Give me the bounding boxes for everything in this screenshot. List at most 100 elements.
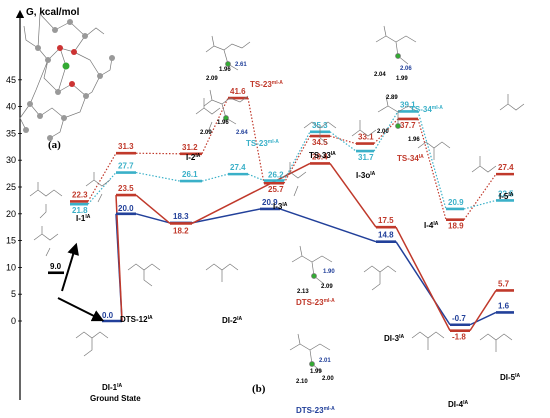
path-connector (283, 135, 311, 184)
ts34-red-structure (377, 95, 419, 129)
path-connector (283, 131, 311, 181)
energy-value-di3_red: 17.5 (378, 216, 394, 225)
ts34-cyan-label: TS-34mI-A (410, 105, 443, 114)
y-tick-label: 0 (11, 316, 16, 326)
panel-label-a: (a) (48, 139, 61, 151)
energy-value-i1_cyan: 21.8 (72, 206, 88, 215)
distance-label: 1.90 (323, 269, 335, 275)
energy-value-i4_red: 18.9 (448, 222, 464, 231)
y-tick-label: 40 (6, 102, 16, 112)
label-di1: DI-1IA (102, 383, 123, 392)
dts23-blue-label: DTS-23mI-A (296, 406, 335, 415)
distance-label: 2.00 (322, 376, 334, 382)
label-i3: I-3IA (273, 202, 288, 211)
energy-value-ts1_red: 31.3 (118, 142, 134, 151)
label-di3: DI-3IA (384, 334, 405, 343)
energy-value-ts23_red: 41.6 (230, 87, 246, 96)
energy-levels: 9.00.022.321.831.327.723.520.031.226.141… (48, 87, 514, 342)
path-connector (395, 226, 451, 331)
y-tick-label: 15 (6, 236, 16, 246)
label-i3o: I-3oIA (356, 171, 376, 180)
path-connector (135, 171, 181, 182)
path-connector (191, 162, 311, 225)
ts34-cyan-structure (375, 25, 417, 65)
energy-value-i3o_red: 33.1 (358, 133, 374, 142)
dts23-red-structure (291, 245, 333, 285)
energy-value-i2_cyan: 26.1 (182, 170, 198, 179)
label-dts12: DTS-12IA (120, 315, 153, 324)
energy-value-di2_red: 18.2 (173, 226, 189, 235)
energy-value-ts34_cyan: 39.1 (400, 100, 416, 109)
path-connector (135, 213, 171, 224)
y-tick-label: 30 (6, 155, 16, 165)
path-connector (247, 173, 265, 182)
energy-value-ts33_cyan: 35.3 (312, 121, 328, 130)
y-tick-label: 35 (6, 128, 16, 138)
y-tick-label: 45 (6, 75, 16, 85)
reaction-paths (87, 97, 497, 332)
path-connector (417, 118, 447, 220)
path-connector (469, 290, 497, 332)
path-connector (469, 311, 497, 326)
path-connector (135, 194, 171, 225)
path-connector (373, 111, 399, 152)
energy-value-i3_red: 25.7 (268, 185, 284, 194)
path-connector (115, 195, 123, 322)
path-connector (463, 173, 497, 221)
path-connector (135, 152, 181, 155)
distance-label: 2.61 (235, 62, 247, 68)
label-ground-state: Ground State (90, 394, 141, 403)
energy-value-i4_cyan: 20.9 (448, 198, 464, 207)
energy-value-di5_blue: 1.6 (498, 301, 510, 310)
arrow-to-i1 (61, 242, 79, 292)
path-connector (417, 111, 447, 210)
distance-label: 2.13 (297, 289, 309, 295)
path-connector (463, 199, 497, 210)
y-axis-title: G, kcal/mol (26, 7, 80, 18)
energy-value-di4_red: -1.8 (452, 333, 466, 342)
path-connector (201, 97, 229, 155)
distance-label: 1.99 (396, 76, 408, 82)
path-connector (191, 208, 261, 224)
path-connector (279, 208, 377, 243)
molecule-sketches (29, 94, 525, 357)
path-connector (395, 241, 451, 326)
energy-value-di5_red: 5.7 (498, 279, 510, 288)
label-di5: DI-5IA (500, 373, 521, 382)
energy-value-i5_cyan: 22.5 (498, 189, 514, 198)
arrow-to-di1 (57, 297, 105, 322)
path-connector (329, 131, 357, 152)
distance-label: 1.96 (408, 137, 420, 143)
dts23-red-label: DTS-23mI-A (296, 298, 335, 307)
crystal-structure-image (19, 13, 115, 141)
label-i4: I-4IA (424, 221, 439, 230)
label-i2: I-2IA (186, 153, 201, 162)
energy-value-ts34_red: 37.7 (400, 121, 416, 130)
energy-value-dts23_blue: 20.9 (262, 198, 278, 207)
path-connector (329, 135, 357, 145)
energy-value-di3_blue: 14.8 (378, 231, 394, 240)
energy-value-ts23_cyan: 27.4 (230, 163, 246, 172)
y-tick-label: 10 (6, 262, 16, 272)
energy-value-di1: 0.0 (102, 311, 114, 320)
distance-label: 2.09 (200, 130, 212, 136)
path-connector (87, 172, 117, 205)
energy-value-dts12_red: 23.5 (118, 184, 134, 193)
ts23-cyan-label: TS-23mI-A (246, 139, 279, 148)
energy-value-dts12_blue: 20.0 (118, 204, 134, 213)
energy-value-i1_red: 22.3 (72, 190, 88, 199)
ts34-red-label: TS-34IA (397, 154, 424, 163)
distance-label: 2.04 (374, 72, 386, 78)
energy-value-ts33_red: 34.5 (312, 138, 328, 147)
distance-label: 2.64 (236, 130, 248, 136)
distance-label: 2.00 (377, 129, 389, 135)
energy-value-i5_red: 27.4 (498, 163, 514, 172)
distance-label: 2.06 (400, 66, 412, 72)
distance-label: 1.96 (217, 120, 229, 126)
energy-value-di4_blue: -0.7 (452, 314, 466, 323)
energy-value-i3o_cyan: 31.7 (358, 153, 374, 162)
distance-label: 2.10 (296, 379, 308, 385)
path-connector (201, 173, 229, 182)
y-tick-label: 20 (6, 209, 16, 219)
ts23-cyan-structure (203, 89, 249, 125)
